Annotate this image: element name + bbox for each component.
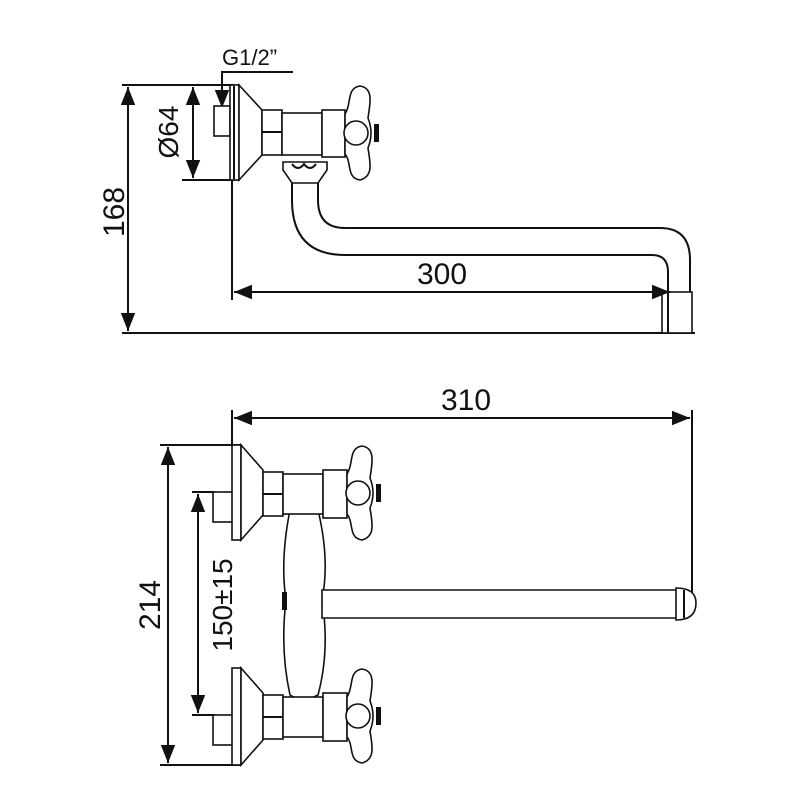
reach-300-label: 300: [417, 258, 467, 291]
thread-label: G1/2”: [222, 45, 277, 70]
front-view: 310 214 150±15: [134, 384, 697, 768]
dimension-214: 214: [134, 444, 240, 766]
dimension-diameter-64: Ø64: [153, 87, 235, 181]
upper-valve: [212, 442, 381, 543]
side-view: 168 Ø64 G1/2”: [98, 45, 695, 334]
dimension-150: 150±15: [190, 491, 238, 716]
dimension-310: 310: [231, 384, 693, 600]
thread-callout: G1/2”: [213, 45, 293, 137]
spacing-label: 150±15: [207, 558, 238, 651]
lower-valve: [212, 665, 381, 768]
height-214-label: 214: [134, 580, 167, 630]
dimension-300: 300: [231, 180, 670, 300]
diameter-label: Ø64: [153, 106, 184, 159]
mixer-body: [282, 505, 326, 700]
dimension-168: 168: [98, 84, 695, 334]
height-168-label: 168: [98, 187, 131, 237]
width-310-label: 310: [441, 384, 491, 417]
